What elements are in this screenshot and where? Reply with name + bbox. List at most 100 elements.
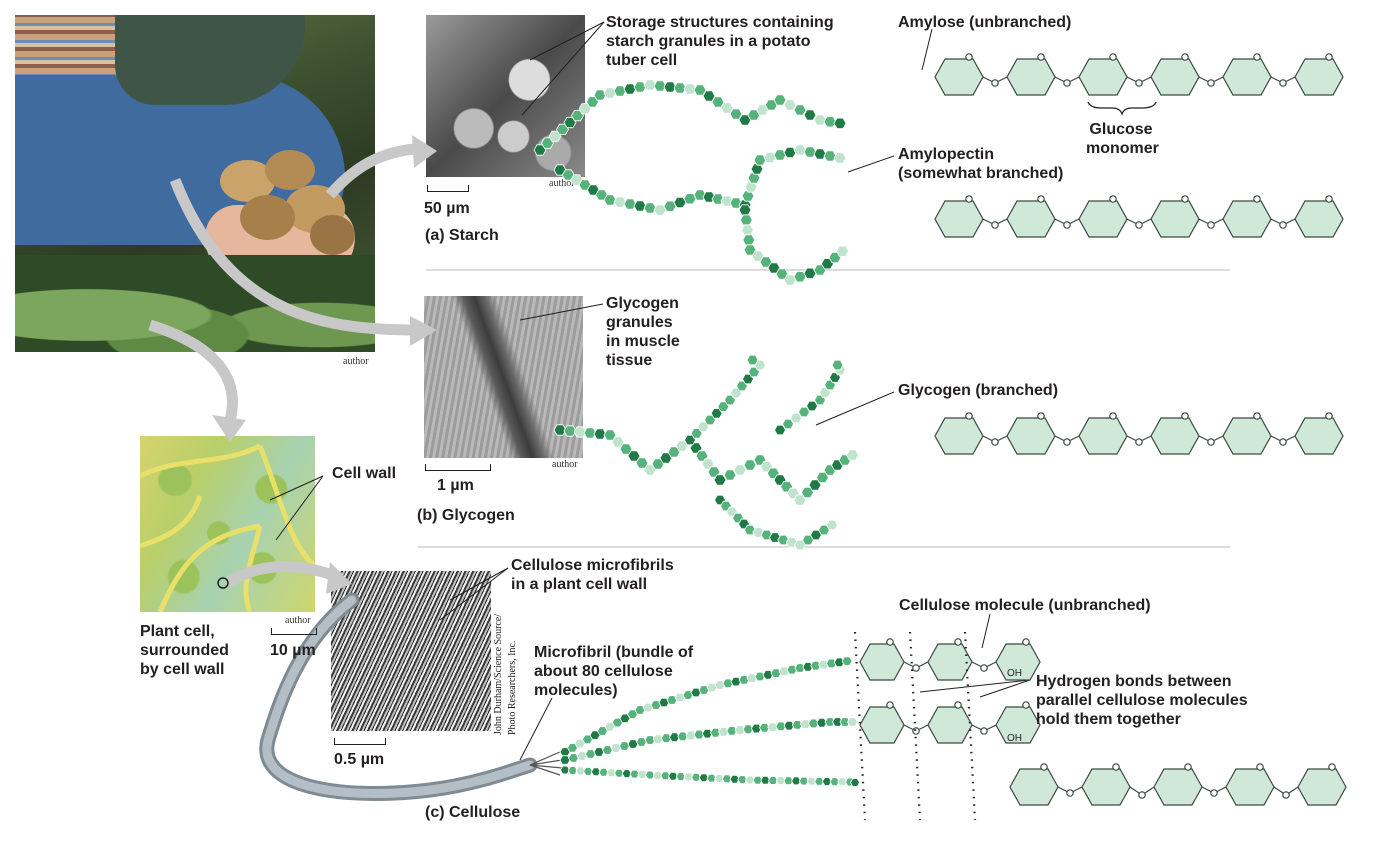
plant-scale-bar [271,628,317,635]
amylopectin-strand-bead [753,154,767,166]
cellulose-strand-1-bead [786,665,798,675]
cellulose-strand-1-bead [722,678,734,688]
cellulose-strand-3-bead [783,776,794,786]
cellulose-strand-2-bead [791,720,803,730]
glycogen-chain-ring-oxygen [965,412,973,420]
cellulose-strand-3-bead [652,771,663,780]
glycogen-chain-ring [1006,417,1056,455]
amylose-strand-bead [593,89,607,101]
cellulose-strand-2-bead [734,725,746,735]
glycogen-chain-ring [934,417,984,455]
cellulose-top-chain-link-oxygen [980,664,988,672]
amylose-strand-bead [653,80,667,92]
cellulose-strand-3-bead [798,776,809,786]
glycogen-branch-1-bead [746,354,759,366]
cellulose-strand-1-bead [666,695,678,705]
glycogen-strand-bead [713,474,727,486]
plant-cell-credit: author [285,615,311,626]
cellulose-chain-link-oxygen [1066,789,1074,797]
amylose-chain-link-oxygen [1063,79,1071,87]
cellulose-strand-3-bead [668,771,679,781]
amylose-strand-bead [663,81,677,93]
glycogen-chain-ring-oxygen [1109,412,1117,420]
amylopectin-line-2: (somewhat branched) [898,165,1064,182]
cellulose-scale-label: 0.5 µm [334,751,385,768]
storage-line-1: Storage structures containing [606,14,834,31]
cellulose-strand-1-bead [778,666,790,677]
storage-line-3: tuber cell [606,52,678,69]
cellulose-strand-1-bead [818,659,830,670]
storage-line-2: starch granules in a potato [606,33,811,50]
granules-line-2: granules [606,314,673,331]
cellulose-microfibrils-label: Cellulose microfibrils in a plant cell w… [511,556,674,594]
glycogen-chain-link-oxygen [991,438,999,446]
amylose-strand-bead [683,83,697,95]
amylopectin-chain-ring-oxygen [1037,195,1045,203]
hydrogen-bond-line [963,631,977,821]
cellulose-top-chain-ring-oxygen [1022,638,1030,646]
amylopectin-strand-bead [673,196,687,209]
cellulose-strand-3-bead [737,775,748,784]
amylopectin-branch-bead [836,245,849,257]
amylopectin-branch-bead [741,224,754,236]
amylose-chain-link-oxygen [1135,79,1143,87]
amylose-strand-bead [773,94,787,106]
cellulose-strand-3-bead [721,774,732,784]
glucose-brace [1087,101,1157,116]
amylopectin-chain-ring [1150,200,1200,238]
amylopectin-strand-bead [813,148,827,160]
granules-line-1: Glycogen [606,295,679,312]
cellulose-strand-2-bead [816,718,828,728]
cellulose-strand-1-bead [730,676,742,687]
cellulose-strand-2-bead [693,729,705,740]
cellulose-mid-chain-link-oxygen [912,727,920,735]
cellulose-molecule-label: Cellulose molecule (unbranched) [899,597,1151,614]
hydrogen-bond-line [853,631,867,821]
amylopectin-chain-link-oxygen [1135,221,1143,229]
amylopectin-strand-bead [643,202,657,214]
amylopectin-chain-ring-oxygen [1109,195,1117,203]
cellulose-strand-1-bead [833,657,845,667]
amylose-chain-link-oxygen [1207,79,1215,87]
cellulose-strand-3-bead [575,766,586,776]
cellulose-mid-chain-ring-oxygen [954,701,962,709]
arrow-to-plant-cell [148,319,246,442]
amylose-chain-ring [1222,58,1272,96]
starch-panel-label: (a) Starch [425,227,499,244]
amylopectin-strand-bead [783,146,797,159]
amylopectin-chain-link-oxygen [1063,221,1071,229]
cellulose-strand-2-bead [767,722,779,732]
amylopectin-branch-bead [738,204,752,216]
cellulose-strand-2-bead [644,735,656,745]
cellulose-strand-3-bead [675,772,686,781]
cellulose-strand-1-bead [650,700,662,710]
cellulose-strand-2-bead [627,739,639,749]
cellulose-chain-ring-oxygen [1328,763,1336,771]
glucose-monomer-label: Glucose monomer [1086,120,1159,158]
cellulose-chain-ring [1297,768,1347,806]
glycogen-strand-bead [593,428,607,440]
cellulose-strand-1-bead [802,662,814,672]
cellulose-strand-3-bead [614,768,625,778]
amylopectin-chain-ring [1294,200,1344,238]
cellulose-strand-3-bead [760,776,771,785]
cellulose-strand-3-bead [560,765,570,775]
cellulose-strand-3-bead [683,772,694,782]
amylose-strand-bead [783,99,797,111]
cellulose-strand-2-bead [847,717,858,727]
starch-scale-bar [427,185,469,192]
oh-label-2: OH [1007,733,1022,744]
amylose-strand-bead [643,79,657,91]
glycogen-granules-label: Glycogen granules in muscle tissue [606,294,680,370]
cellulose-strand-2-bead [832,717,843,727]
amylose-strand-bead [633,81,647,93]
cellulose-strand-1-bead [634,705,646,715]
cellulose-strand-1-bead [690,687,702,698]
cellulose-chain-ring [1009,768,1059,806]
cellulose-chain-ring-oxygen [1040,763,1048,771]
cellulose-chain-link-oxygen [1138,791,1146,799]
glycogen-chain-link-oxygen [1207,438,1215,446]
glycogen-chain-ring-oxygen [1181,412,1189,420]
cellulose-mid-chain-ring [995,706,1041,744]
cellulose-strand-1-bead [674,692,686,703]
